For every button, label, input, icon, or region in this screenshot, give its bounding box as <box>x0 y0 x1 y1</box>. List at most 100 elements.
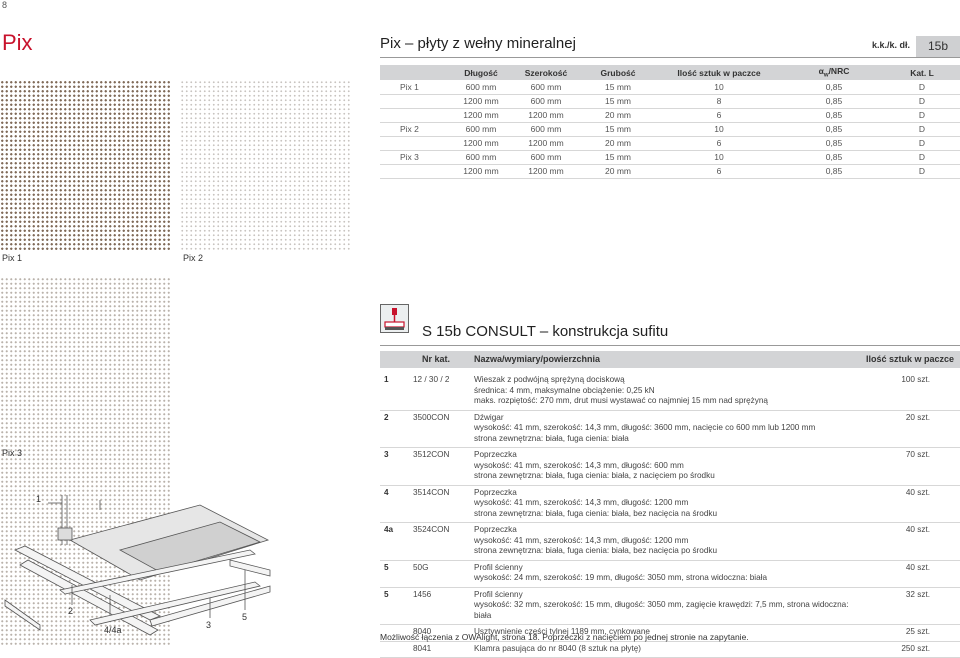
table-cell: 0,85 <box>784 122 884 136</box>
footnote: Możliwość łączenia z OWAlight, strona 18… <box>380 632 749 642</box>
part-description-line: strona zewnętrzna: biała, fuga cienia: b… <box>474 546 864 557</box>
part-code: 12 / 30 / 2 <box>413 375 449 384</box>
part-number: 4a <box>384 525 393 534</box>
table-cell: D <box>884 94 960 108</box>
pix1-label: Pix 1 <box>2 253 22 263</box>
table-cell: 600 mm <box>452 80 510 94</box>
part-description-line: średnica: 4 mm, maksymalne obciążenie: 0… <box>474 386 864 397</box>
diagram-label-4-4a: 4/4a <box>104 625 122 635</box>
part-description-line: strona zewnętrzna: biała, fuga cienia: b… <box>474 471 864 482</box>
table-cell: 0,85 <box>784 108 884 122</box>
part-description-line: wysokość: 41 mm, szerokość: 14,3 mm, dłu… <box>474 461 864 472</box>
part-description-line: wysokość: 24 mm, szerokość: 19 mm, długo… <box>474 573 864 584</box>
table-cell: 15 mm <box>582 150 654 164</box>
table-cell: 0,85 <box>784 80 884 94</box>
header-width: Szerokość <box>510 65 582 80</box>
table-cell: 8 <box>654 94 784 108</box>
table-cell: 6 <box>654 108 784 122</box>
part-description-line: Profil ścienny <box>474 590 864 601</box>
part-description-line: strona zewnętrzna: biała, fuga cienia: b… <box>474 509 864 520</box>
table-cell: 1200 mm <box>452 164 510 178</box>
table-cell <box>380 108 452 122</box>
part-quantity: 32 szt. <box>906 590 930 599</box>
table-cell: 15 mm <box>582 122 654 136</box>
header-qty: Ilość sztuk w paczce <box>866 354 954 364</box>
table-cell: 600 mm <box>510 122 582 136</box>
header-length: Długość <box>452 65 510 80</box>
header-catalog-no: Nr kat. <box>422 354 450 364</box>
table-cell: 1200 mm <box>452 108 510 122</box>
table-cell: 20 mm <box>582 136 654 150</box>
nrc-label: /NRC <box>829 66 850 76</box>
table-cell: 6 <box>654 136 784 150</box>
header-class: Kat. L <box>884 65 960 80</box>
parts-table-header: Nr kat. Nazwa/wymiary/powierzchnia Ilość… <box>380 351 960 368</box>
pix2-tile-image <box>180 80 352 250</box>
part-number: 2 <box>384 413 389 422</box>
table-cell: 1200 mm <box>510 164 582 178</box>
part-quantity: 20 szt. <box>906 413 930 422</box>
table-cell: D <box>884 122 960 136</box>
part-row: 1 12 / 30 / 2 Wieszak z podwójną sprężyną … <box>380 373 960 411</box>
part-description-line: wysokość: 41 mm, szerokość: 14,3 mm, dłu… <box>474 498 864 509</box>
section-badge: 15b <box>916 36 960 57</box>
part-description-line: Profil ścienny <box>474 563 864 574</box>
part-description: Klamra pasująca do nr 8040 (8 sztuk na p… <box>474 644 864 655</box>
part-quantity: 40 szt. <box>906 488 930 497</box>
table-cell: 600 mm <box>510 80 582 94</box>
header-name: Nazwa/wymiary/powierzchnia <box>474 354 600 364</box>
table-cell: 10 <box>654 150 784 164</box>
table-cell: Pix 3 <box>380 150 452 164</box>
section-divider <box>380 345 960 346</box>
brand-title: Pix <box>2 30 33 56</box>
part-quantity: 40 szt. <box>906 563 930 572</box>
header-alpha-nrc: αw/NRC <box>784 65 884 80</box>
table-cell: 600 mm <box>452 122 510 136</box>
part-number: 5 <box>384 590 389 599</box>
part-description-line: Poprzeczka <box>474 525 864 536</box>
part-description-line: Wieszak z podwójną sprężyną dociskową <box>474 375 864 386</box>
part-description-line: Dźwigar <box>474 413 864 424</box>
table-cell: 15 mm <box>582 94 654 108</box>
part-number: 1 <box>384 375 389 384</box>
ceiling-grid-drawing <box>0 470 280 647</box>
category-code: k.k./k. dł. <box>872 40 910 50</box>
part-description-line: wysokość: 41 mm, szerokość: 14,3 mm, dłu… <box>474 423 864 434</box>
page-number: 8 <box>2 0 7 10</box>
part-number: 5 <box>384 563 389 572</box>
product-table-header: Długość Szerokość Grubość Ilość sztuk w … <box>380 65 960 80</box>
pix3-label: Pix 3 <box>2 448 22 458</box>
table-cell: 15 mm <box>582 80 654 94</box>
pix1-tile-image <box>0 80 172 250</box>
construction-icon <box>380 304 409 333</box>
part-description-line: biała <box>474 611 864 622</box>
diagram-label-1: 1 <box>36 494 41 504</box>
part-description-line: wysokość: 41 mm, szerokość: 14,3 mm, dłu… <box>474 536 864 547</box>
part-number: 3 <box>384 450 389 459</box>
part-row: 8041 Klamra pasująca do nr 8040 (8 sztuk … <box>380 642 960 658</box>
table-cell: 10 <box>654 80 784 94</box>
table-cell: 10 <box>654 122 784 136</box>
part-code: 8041 <box>413 644 431 653</box>
diagram-label-2: 2 <box>68 606 73 616</box>
table-cell: 600 mm <box>510 94 582 108</box>
ceiling-construction-icon <box>381 305 408 332</box>
diagram-label-5: 5 <box>242 612 247 622</box>
pix2-label: Pix 2 <box>183 253 203 263</box>
table-cell <box>380 94 452 108</box>
table-cell: 1200 mm <box>452 136 510 150</box>
part-quantity: 100 szt. <box>901 375 930 384</box>
page-title: Pix – płyty z wełny mineralnej <box>380 35 576 52</box>
ceiling-grid-diagram: 1 2 4/4a 3 5 <box>0 470 280 647</box>
